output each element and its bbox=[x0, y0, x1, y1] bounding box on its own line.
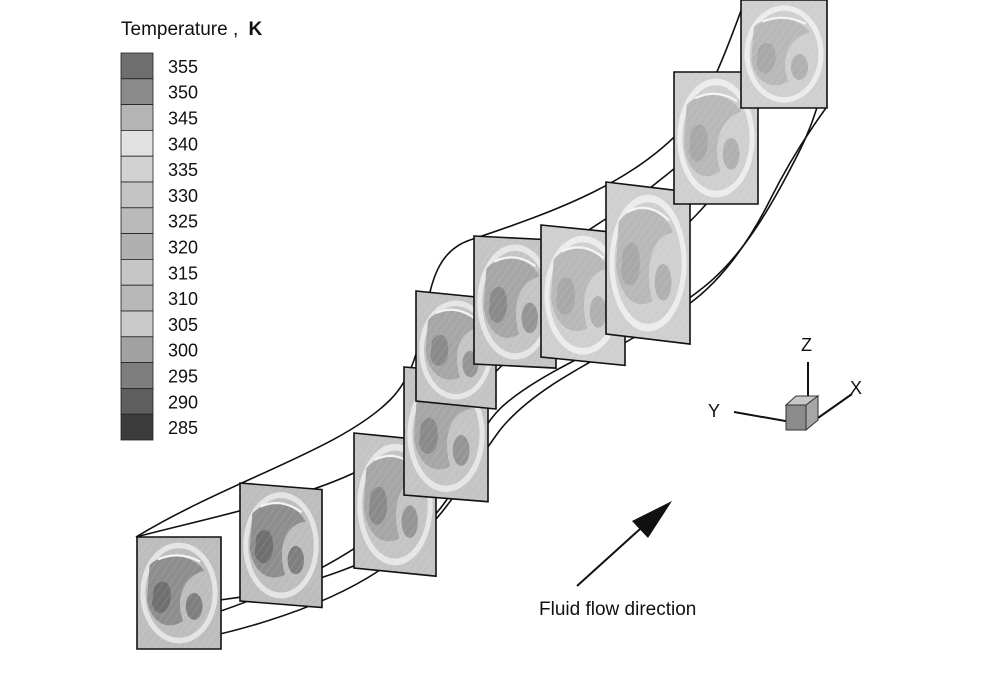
cross-section-panel bbox=[136, 536, 222, 650]
legend-swatch bbox=[120, 233, 154, 260]
cross-section-panel bbox=[473, 235, 557, 369]
legend-tick-label: 290 bbox=[168, 392, 198, 412]
flow-arrow-head bbox=[632, 501, 672, 538]
legend-tick-label: 335 bbox=[168, 160, 198, 180]
legend-swatch bbox=[120, 413, 154, 441]
legend-swatch bbox=[120, 52, 154, 80]
axis-triad: Z Y X bbox=[708, 335, 862, 432]
legend-unit: K bbox=[249, 19, 263, 40]
legend-swatch bbox=[120, 78, 154, 106]
legend-tick-label: 285 bbox=[168, 418, 198, 438]
cross-section-panel bbox=[239, 482, 323, 609]
cross-sections bbox=[136, 0, 828, 650]
temperature-legend: Temperature , K 355 350 345 340 335 330 325 320… bbox=[120, 19, 263, 441]
flow-arrow-shaft bbox=[576, 519, 651, 587]
legend-swatch bbox=[120, 207, 154, 235]
legend-title-text: Temperature , bbox=[121, 19, 238, 40]
cross-section-panel bbox=[540, 224, 626, 367]
legend-swatch bbox=[120, 104, 154, 131]
legend-tick-labels: 355 350 345 340 335 330 325 320 315 310 305 300 295 2… bbox=[168, 57, 198, 438]
legend-tick-label: 355 bbox=[168, 57, 198, 77]
legend-swatch bbox=[120, 129, 154, 157]
cross-section-panel bbox=[605, 181, 691, 345]
z-axis-label: Z bbox=[801, 335, 812, 355]
legend-swatch bbox=[120, 362, 154, 389]
legend-tick-label: 350 bbox=[168, 83, 198, 103]
legend-tick-label: 310 bbox=[168, 289, 198, 309]
x-axis-label: X bbox=[850, 378, 862, 398]
legend-swatch bbox=[120, 336, 154, 363]
legend-swatch bbox=[120, 387, 154, 415]
legend-tick-label: 325 bbox=[168, 212, 198, 232]
legend-tick-label: 345 bbox=[168, 109, 198, 129]
legend-tick-label: 305 bbox=[168, 315, 198, 335]
legend-swatch bbox=[120, 258, 154, 286]
legend-swatch bbox=[120, 310, 154, 338]
legend-tick-label: 320 bbox=[168, 238, 198, 258]
y-axis-label: Y bbox=[708, 401, 720, 421]
cross-section-panel bbox=[673, 71, 759, 205]
legend-swatch bbox=[120, 181, 154, 209]
cross-section-panel bbox=[740, 0, 828, 109]
flow-direction-label: Fluid flow direction bbox=[539, 599, 696, 620]
legend-tick-label: 295 bbox=[168, 367, 198, 387]
legend-swatch bbox=[120, 284, 154, 312]
legend-swatch bbox=[120, 155, 154, 183]
legend-title: Temperature , K bbox=[121, 19, 263, 40]
legend-tick-label: 300 bbox=[168, 341, 198, 361]
axis-origin-cube bbox=[784, 395, 820, 432]
legend-tick-label: 340 bbox=[168, 134, 198, 154]
flow-direction-arrow: Fluid flow direction bbox=[539, 501, 696, 620]
legend-tick-label: 330 bbox=[168, 186, 198, 206]
legend-color-bar bbox=[120, 52, 154, 441]
legend-tick-label: 315 bbox=[168, 263, 198, 283]
